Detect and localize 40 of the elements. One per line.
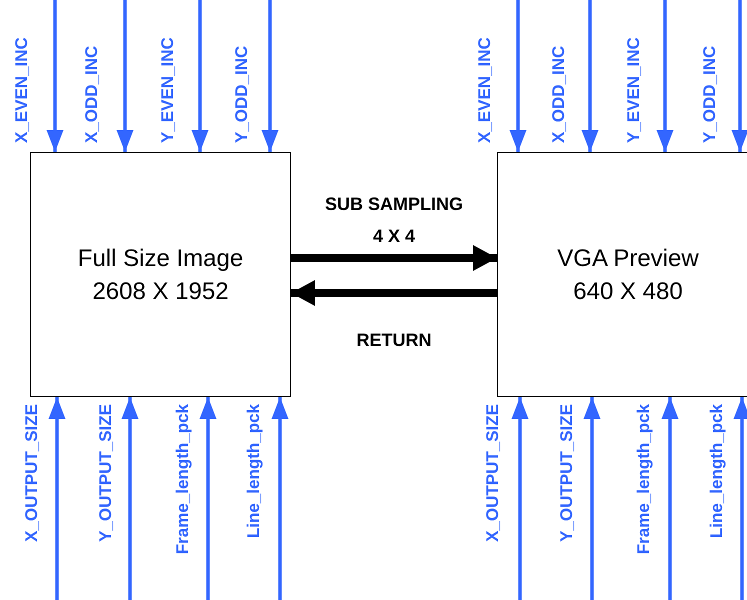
- arrow: [116, 0, 134, 152]
- edge-label: X_ODD_INC: [549, 44, 569, 143]
- arrow: [200, 397, 216, 600]
- arrow: [192, 0, 208, 152]
- arrow: [656, 0, 674, 152]
- edge-label: Y_ODD_INC: [700, 44, 720, 143]
- box-title: VGA Preview: [557, 244, 699, 274]
- box-dimensions: 640 X 480: [573, 276, 683, 306]
- arrow: [582, 0, 598, 152]
- arrow: [734, 397, 747, 600]
- edge-label: X_EVEN_INC: [475, 36, 495, 143]
- arrow: [510, 0, 526, 152]
- arrow: [262, 0, 278, 152]
- arrow: [272, 397, 288, 600]
- arrow: [48, 397, 66, 600]
- box-title: Full Size Image: [78, 244, 244, 274]
- edge-label: X_ODD_INC: [82, 44, 102, 143]
- arrow: [732, 0, 747, 152]
- process-box: [497, 152, 747, 397]
- arrow: [662, 397, 678, 600]
- edge-label: Y_ODD_INC: [232, 44, 252, 143]
- box-dimensions: 2608 X 1952: [92, 276, 229, 306]
- edge-label: Y_EVEN_INC: [624, 36, 644, 143]
- arrow: [291, 280, 497, 306]
- edge-label: Y_EVEN_INC: [158, 36, 178, 143]
- edge-label: Y_OUTPUT_SIZE: [557, 404, 577, 544]
- edge-label: Y_OUTPUT_SIZE: [96, 404, 116, 544]
- edge-label: X_OUTPUT_SIZE: [483, 404, 503, 544]
- edge-label: X_OUTPUT_SIZE: [22, 404, 42, 544]
- arrow: [584, 397, 600, 600]
- arrow: [122, 397, 138, 600]
- edge-label: X_EVEN_INC: [12, 36, 32, 143]
- edge-label: Frame_length_pck: [634, 404, 654, 556]
- arrow: [512, 397, 528, 600]
- edge-label: Frame_length_pck: [173, 404, 193, 556]
- arrow: [46, 0, 64, 152]
- edge-label: Line_length_pck: [244, 404, 264, 540]
- edge-label: Line_length_pck: [707, 404, 727, 540]
- arrow: [291, 245, 497, 271]
- process-box: [30, 152, 291, 397]
